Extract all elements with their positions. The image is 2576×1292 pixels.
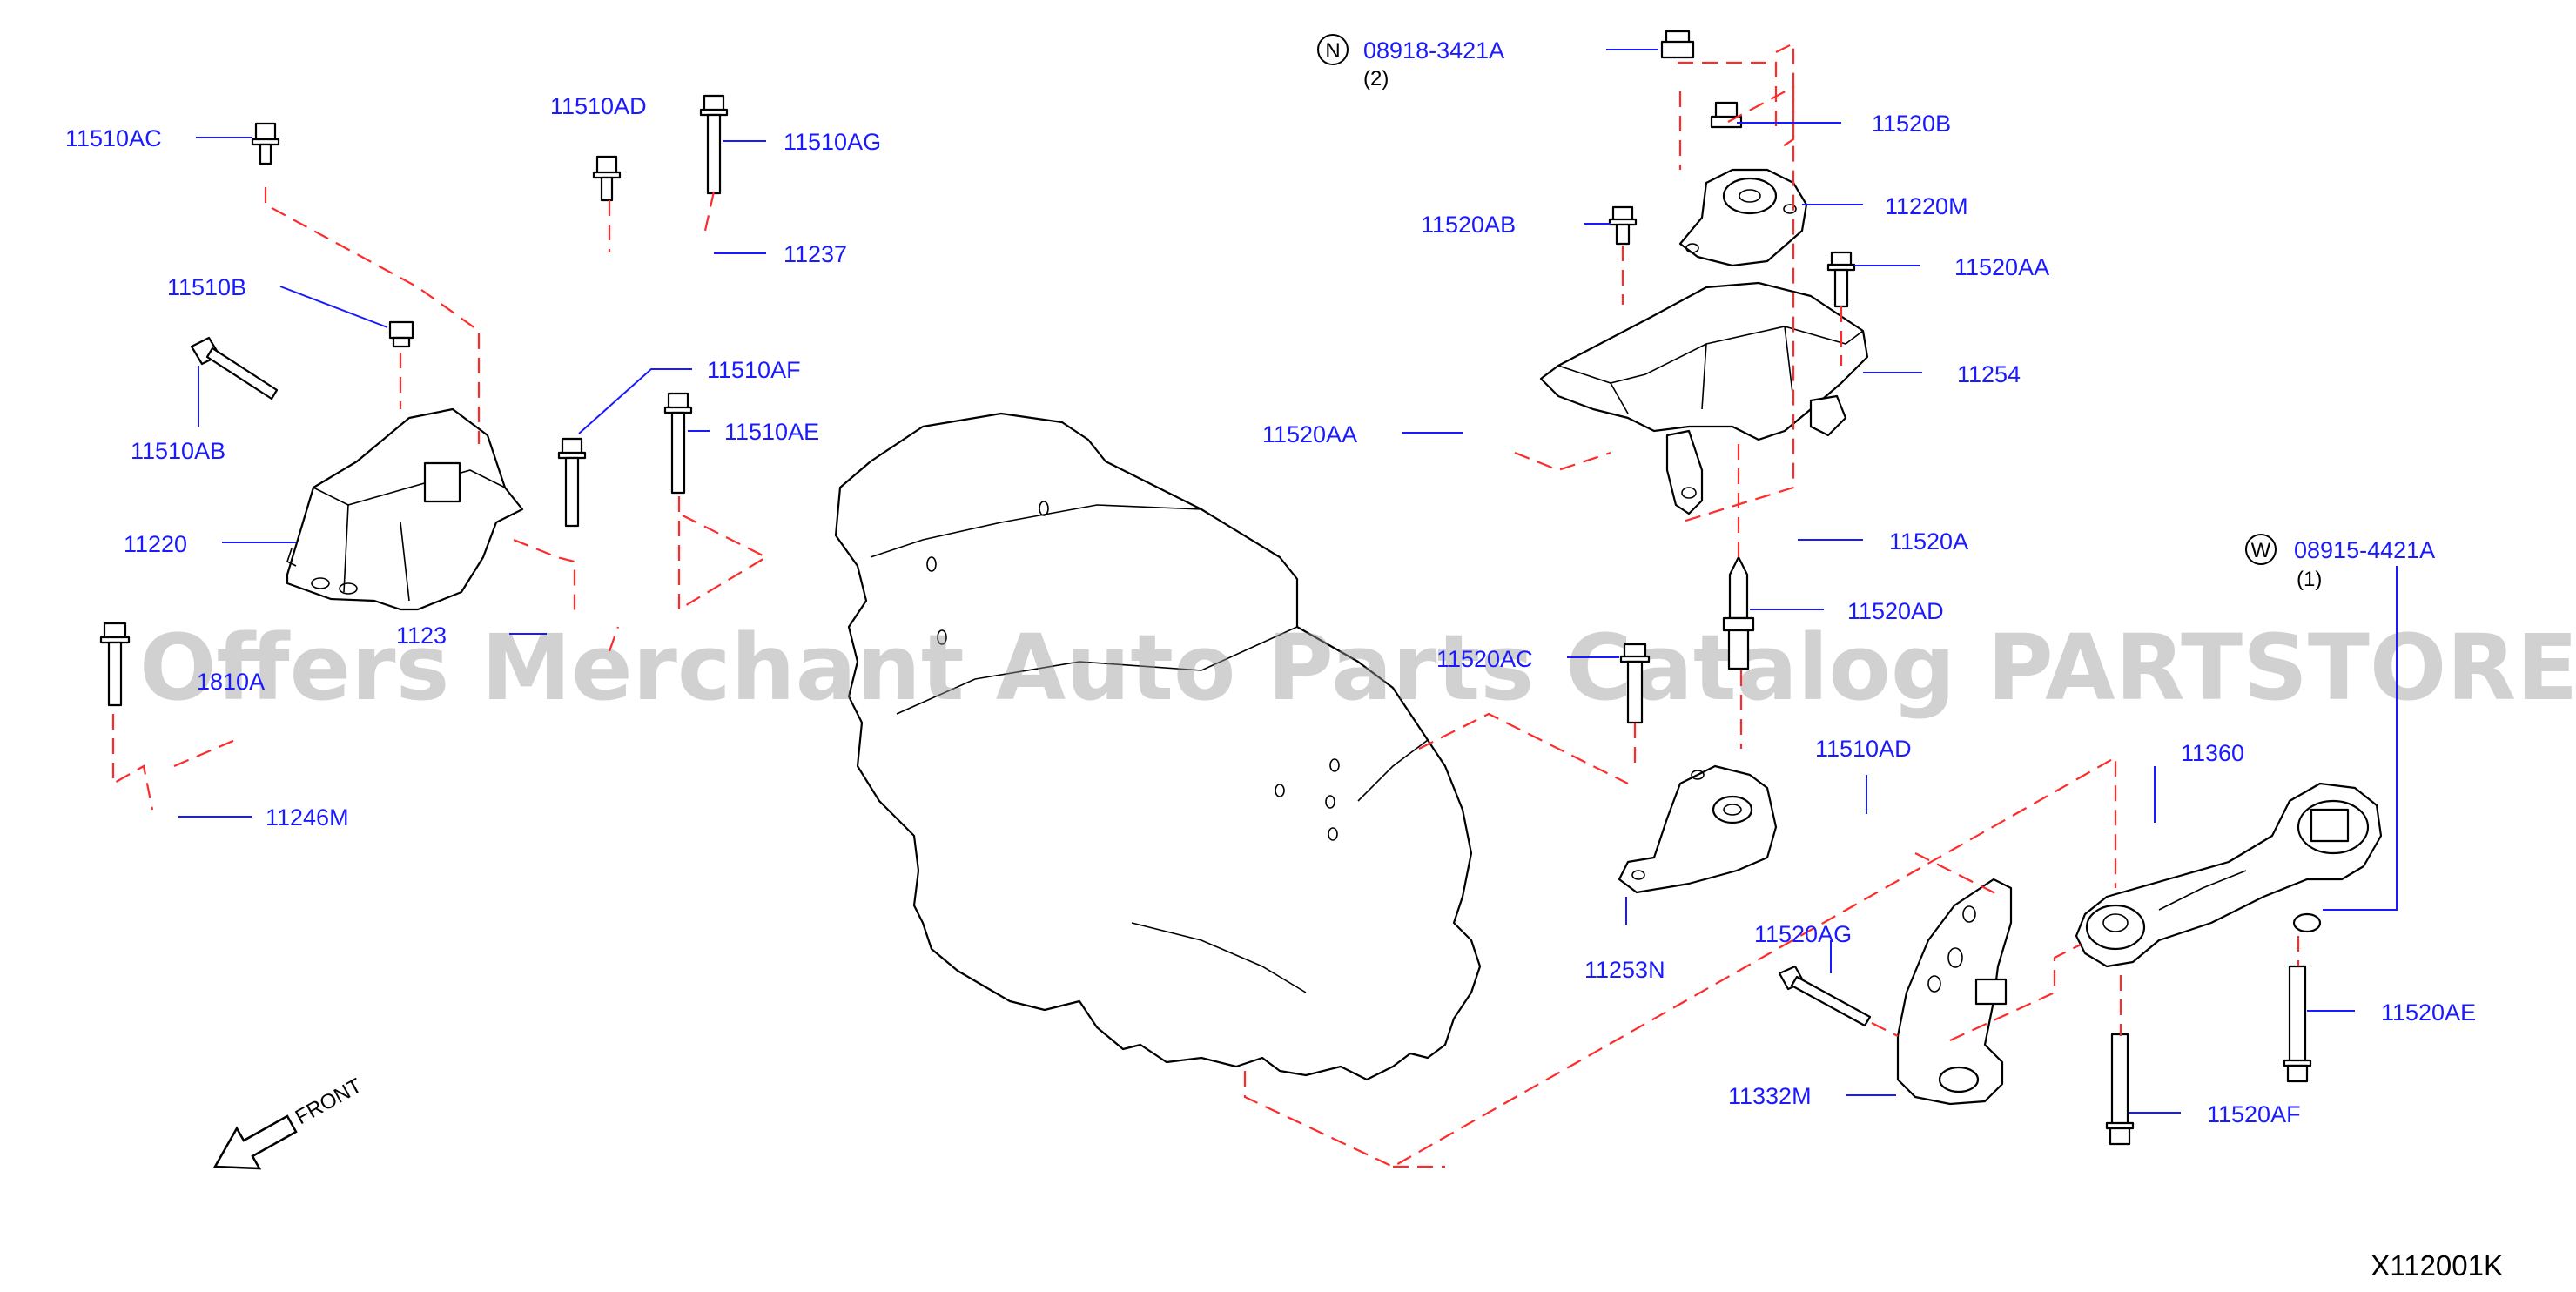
label-11254: 11254	[1957, 361, 2021, 387]
label-11520AG: 11520AG	[1754, 921, 1852, 947]
bolt-11520AB-icon	[1608, 205, 1638, 246]
label-11520AA-left: 11520AA	[1262, 421, 1357, 447]
label-11520AB: 11520AB	[1421, 212, 1516, 238]
front-label: FRONT	[292, 1073, 367, 1129]
watermark-text: Offers Merchant Auto Parts Catalog PARTS…	[139, 615, 2576, 721]
bracket-11254-icon	[1539, 281, 1869, 515]
bolt-11510AB-icon	[190, 336, 279, 400]
mark-N-text: N	[1325, 39, 1340, 63]
mark-circle-W	[2245, 534, 2277, 565]
label-11510AD-top: 11510AD	[550, 93, 647, 119]
assembly-dashed-lines	[111, 42, 2300, 1168]
engine-block	[834, 412, 1482, 1081]
label-08915-qty: (1)	[2297, 568, 2322, 591]
label-11510AF: 11510AF	[707, 357, 801, 383]
bolt-11510AC-icon	[251, 122, 280, 165]
label-11510AC: 11510AC	[65, 125, 162, 151]
label-11520AC: 11520AC	[1436, 646, 1533, 672]
label-08918-qty: (2)	[1363, 67, 1389, 91]
insulator-11220M-icon	[1678, 168, 1808, 267]
label-11520AA-right: 11520AA	[1954, 254, 2049, 280]
bracket-11332M-icon	[1896, 878, 2013, 1106]
nut-11510B-icon	[388, 320, 414, 348]
nut-08918-icon	[1660, 30, 1695, 59]
washer-08915-icon	[2292, 912, 2322, 933]
label-11510AE: 11510AE	[724, 419, 819, 445]
label-08915: 08915-4421A	[2294, 537, 2435, 563]
diagram-code: X112001K	[2371, 1249, 2503, 1282]
stud-11520AD-icon	[1722, 555, 1755, 670]
bolt-11510AG-icon	[699, 94, 729, 195]
label-11253N: 11253N	[1584, 957, 1665, 983]
label-11332M: 11332M	[1728, 1083, 1812, 1109]
mark-circle-N	[1317, 34, 1349, 65]
bracket-11253N-icon	[1618, 764, 1778, 894]
label-11220M: 11220M	[1885, 193, 1968, 219]
front-arrow-icon	[212, 1114, 298, 1170]
part-labels: 11510AC 11510AD 11510AG 11237 11510B 115…	[65, 37, 2476, 1127]
label-11246M: 11246M	[266, 804, 349, 831]
bolt-11510AF-icon	[557, 437, 587, 528]
label-11510AB: 11510AB	[131, 438, 225, 464]
bolt-11510AD-top-icon	[592, 155, 622, 202]
label-11520AD: 11520AD	[1847, 598, 1944, 624]
bolt-11520AA-right-icon	[1826, 251, 1856, 308]
label-1810A: 1810A	[197, 669, 265, 695]
bolt-1810A-icon	[99, 622, 131, 707]
label-11520AE: 11520AE	[2381, 999, 2476, 1026]
leader-lines	[178, 49, 2398, 1114]
bolt-11520AG-icon	[1778, 965, 1872, 1027]
label-11520A: 11520A	[1889, 528, 1968, 555]
label-11520B: 11520B	[1872, 111, 1951, 137]
bolt-11520AC-icon	[1619, 643, 1651, 724]
engine-mount-11220-icon	[286, 407, 524, 611]
label-11520AF: 11520AF	[2207, 1101, 2301, 1127]
bolt-11520AE-icon	[2283, 965, 2312, 1083]
label-11220: 11220	[124, 531, 187, 557]
mark-W-text: W	[2251, 539, 2271, 562]
label-11360: 11360	[2181, 740, 2244, 766]
bolt-11510AE-icon	[663, 392, 693, 495]
bolt-11520AF-icon	[2105, 1033, 2135, 1146]
label-08918: 08918-3421A	[1363, 37, 1504, 64]
label-1123x: 1123	[396, 622, 447, 649]
cap-11520B-icon	[1710, 101, 1743, 129]
torque-rod-11360-icon	[2075, 782, 2383, 968]
label-11510AG: 11510AG	[784, 129, 881, 155]
label-11510B: 11510B	[167, 274, 246, 300]
label-11510AD-mid: 11510AD	[1815, 736, 1912, 762]
label-11237: 11237	[784, 241, 847, 267]
